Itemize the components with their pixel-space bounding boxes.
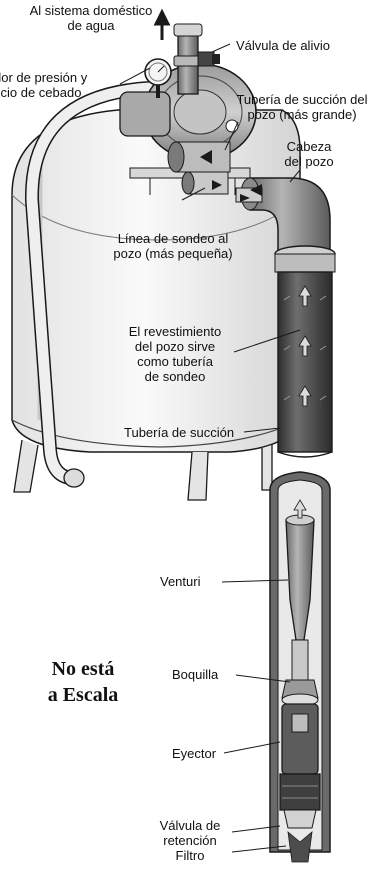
label-line: del pozo sirve xyxy=(134,339,216,354)
label-check-valve-filter: Válvula de retención Filtro xyxy=(150,818,230,863)
nozzle-part xyxy=(281,679,319,707)
label-line: de sondeo xyxy=(144,369,206,384)
well-head xyxy=(235,177,331,251)
label-suction-pipe-large: Tubería de succión del pozo (más grande) xyxy=(226,92,378,122)
discharge-riser xyxy=(173,23,220,95)
label-relief-valve: Válvula de alivio xyxy=(236,38,330,53)
pressure-gauge xyxy=(144,58,172,98)
leader-lines xyxy=(119,43,301,853)
label-suction-pipe: Tubería de succión xyxy=(124,425,235,440)
flow-arrow-up xyxy=(153,8,171,40)
label-ejector: Eyector xyxy=(172,746,217,761)
label-line: El revestimiento xyxy=(128,324,222,339)
scale-note-line: a Escala xyxy=(47,684,119,706)
label-line: dor de presión y xyxy=(0,70,88,85)
label-drive-line: Línea de sondeo al pozo (más pequeña) xyxy=(100,231,246,261)
label-line: Válvula de xyxy=(159,818,221,833)
not-to-scale-note: No está a Escala xyxy=(20,656,146,708)
well-casing-upper xyxy=(274,245,336,458)
label-line: como tubería xyxy=(137,354,213,369)
label-casing-drive-pipe: El revestimiento del pozo sirve como tub… xyxy=(110,324,240,384)
label-line: retención xyxy=(163,833,217,848)
label-line: ficio de cebado xyxy=(0,85,82,100)
ejector-body xyxy=(279,703,321,811)
label-nozzle: Boquilla xyxy=(172,667,219,682)
label-line: pozo (más grande) xyxy=(247,107,357,122)
scale-note-line: No está xyxy=(51,658,115,680)
pump-connections xyxy=(167,141,231,195)
discharge-hose xyxy=(24,81,157,488)
label-line: Línea de sondeo al xyxy=(117,231,229,246)
label-pressure-priming: dor de presión y ficio de cebado xyxy=(0,70,87,100)
check-valve-part xyxy=(283,809,317,863)
label-line: Al sistema doméstico xyxy=(29,3,153,18)
label-venturi: Venturi xyxy=(160,574,201,589)
venturi-body xyxy=(285,499,315,681)
label-line: Cabeza xyxy=(286,139,332,154)
label-domestic-water: Al sistema doméstico de agua xyxy=(26,3,156,33)
label-well-head: Cabeza del pozo xyxy=(272,139,346,169)
label-line: Filtro xyxy=(175,848,205,863)
label-line: pozo (más pequeña) xyxy=(113,246,233,261)
label-line: de agua xyxy=(67,18,115,33)
label-line: Tubería de succión del xyxy=(236,92,368,107)
label-line: del pozo xyxy=(284,154,334,169)
